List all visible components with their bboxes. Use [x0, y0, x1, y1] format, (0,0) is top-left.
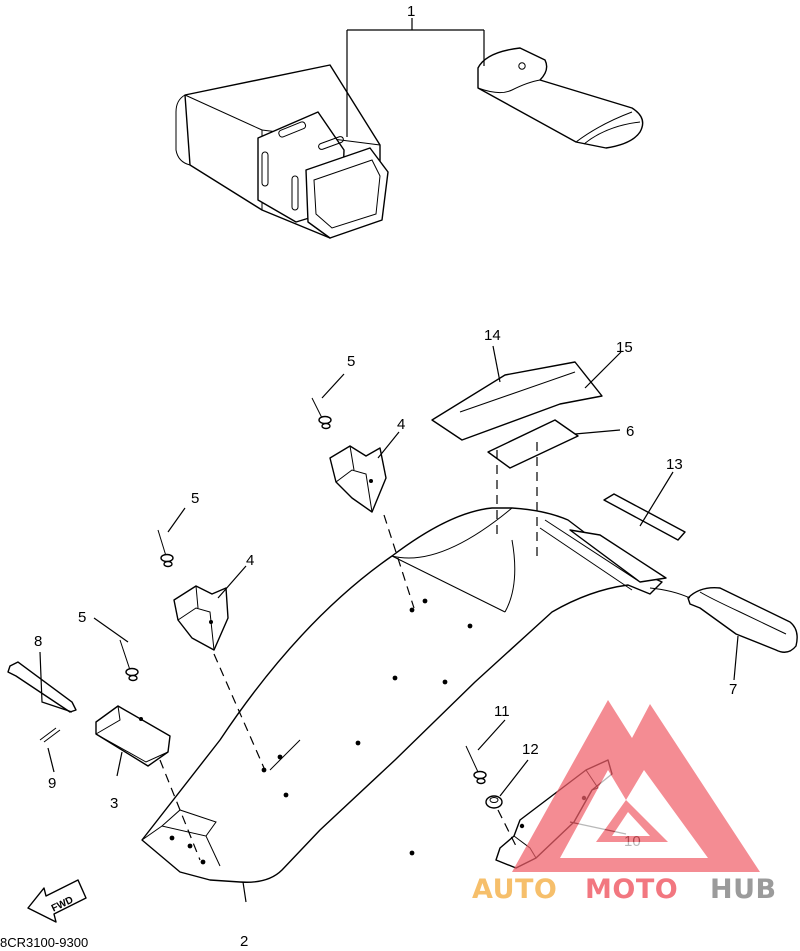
callout-5-upper: 5 — [347, 353, 355, 370]
drawing-code: 8CR3100-9300 — [0, 935, 88, 950]
clip-4-upper-part — [329, 445, 387, 513]
automotohub-wordmark: AUTO MOTO HUB — [472, 874, 777, 905]
pad-6-part — [487, 419, 579, 469]
screw-5-middle — [157, 529, 174, 568]
callout-4-lower: 4 — [246, 552, 254, 569]
clip-4-lower-part — [173, 585, 229, 651]
callout-15: 15 — [616, 339, 633, 356]
callout-2: 2 — [240, 933, 248, 950]
callout-4-upper: 4 — [397, 416, 405, 433]
callout-7: 7 — [729, 681, 737, 698]
screw-5-upper — [311, 397, 332, 430]
wire-hook-7-part — [687, 587, 798, 653]
callout-5-lower: 5 — [78, 609, 86, 626]
callout-11: 11 — [494, 703, 510, 720]
callout-9: 9 — [48, 775, 56, 792]
callout-8: 8 — [34, 633, 42, 650]
nut-12-part — [485, 795, 503, 809]
wordmark-moto: MOTO — [585, 874, 678, 905]
tool-bag-part — [175, 47, 644, 239]
callout-12: 12 — [522, 741, 539, 758]
screw-11-part — [465, 745, 487, 785]
callout-5-middle: 5 — [191, 490, 199, 507]
callout-13: 13 — [666, 456, 683, 473]
automotohub-logo — [512, 700, 760, 872]
callout-3: 3 — [110, 795, 118, 812]
callout-1: 1 — [407, 3, 415, 20]
callout-6: 6 — [626, 423, 634, 440]
callout-14: 14 — [484, 327, 501, 344]
wordmark-auto: AUTO — [472, 874, 557, 905]
wordmark-hub: HUB — [710, 874, 777, 905]
fwd-arrow: FWD — [27, 879, 87, 923]
fender-panel-part — [141, 507, 663, 883]
pin-9-part — [39, 727, 61, 743]
pad-14-15-part — [431, 361, 603, 441]
bracket-3-part — [95, 705, 171, 767]
bar-13-part — [603, 493, 686, 541]
screw-5-lower — [119, 639, 139, 682]
